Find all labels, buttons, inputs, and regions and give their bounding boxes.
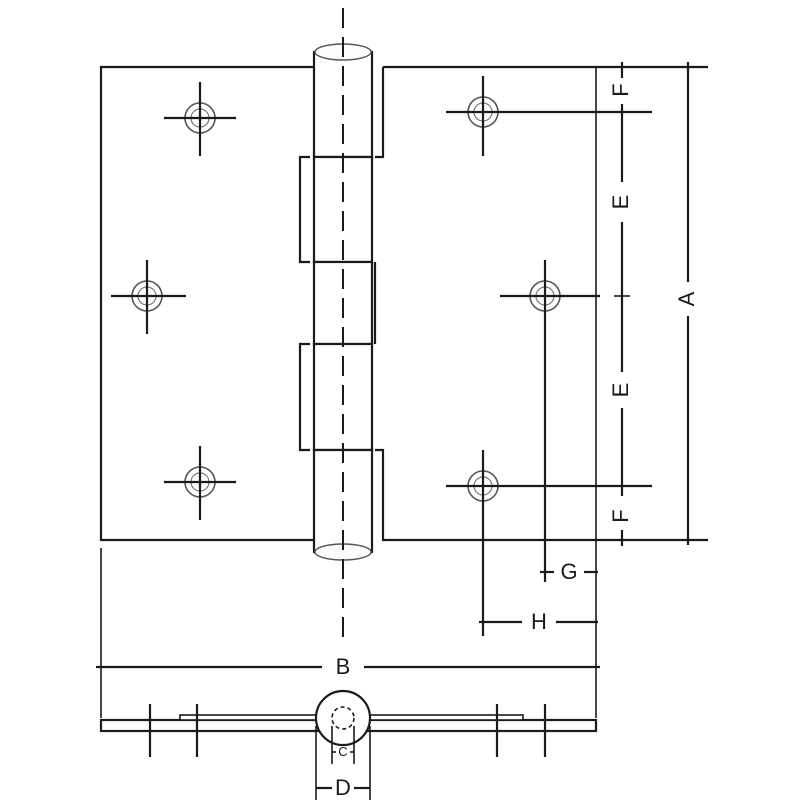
dimension-label-g: G (560, 559, 577, 584)
dimension-label-b: B (336, 654, 351, 679)
dimension-h: H (479, 609, 598, 634)
dimension-label-h: H (531, 609, 547, 634)
screw-hole-left-bottom (164, 446, 236, 520)
dimension-a: A (674, 62, 699, 545)
screw-hole-right-top (446, 76, 652, 156)
hinge-side-view (99, 689, 598, 757)
dimension-d: D (315, 726, 371, 800)
dimension-label-e-lower: E (608, 383, 633, 398)
screw-hole-right-bottom (446, 450, 652, 636)
screw-hole-left-middle (111, 260, 186, 334)
dimension-label-f-lower: F (608, 509, 633, 522)
left-leaf (99, 65, 316, 542)
dimension-label-c: C (338, 744, 347, 759)
dimension-label-e-upper: E (608, 195, 633, 210)
screw-hole-right-middle (500, 260, 600, 582)
dimension-label-d: D (335, 775, 351, 800)
dimension-label-a: A (674, 291, 699, 306)
pin-barrel (312, 8, 374, 640)
dimension-g: G (540, 540, 598, 630)
dimension-b: B (96, 548, 600, 718)
dimension-c: C (331, 726, 355, 764)
dimension-e-f: F E E F (608, 62, 633, 546)
knuckle-cross-section (314, 689, 372, 747)
pin-cross-section (331, 706, 355, 730)
dimension-label-f-upper: F (608, 83, 633, 96)
screw-hole-left-top (164, 82, 236, 156)
